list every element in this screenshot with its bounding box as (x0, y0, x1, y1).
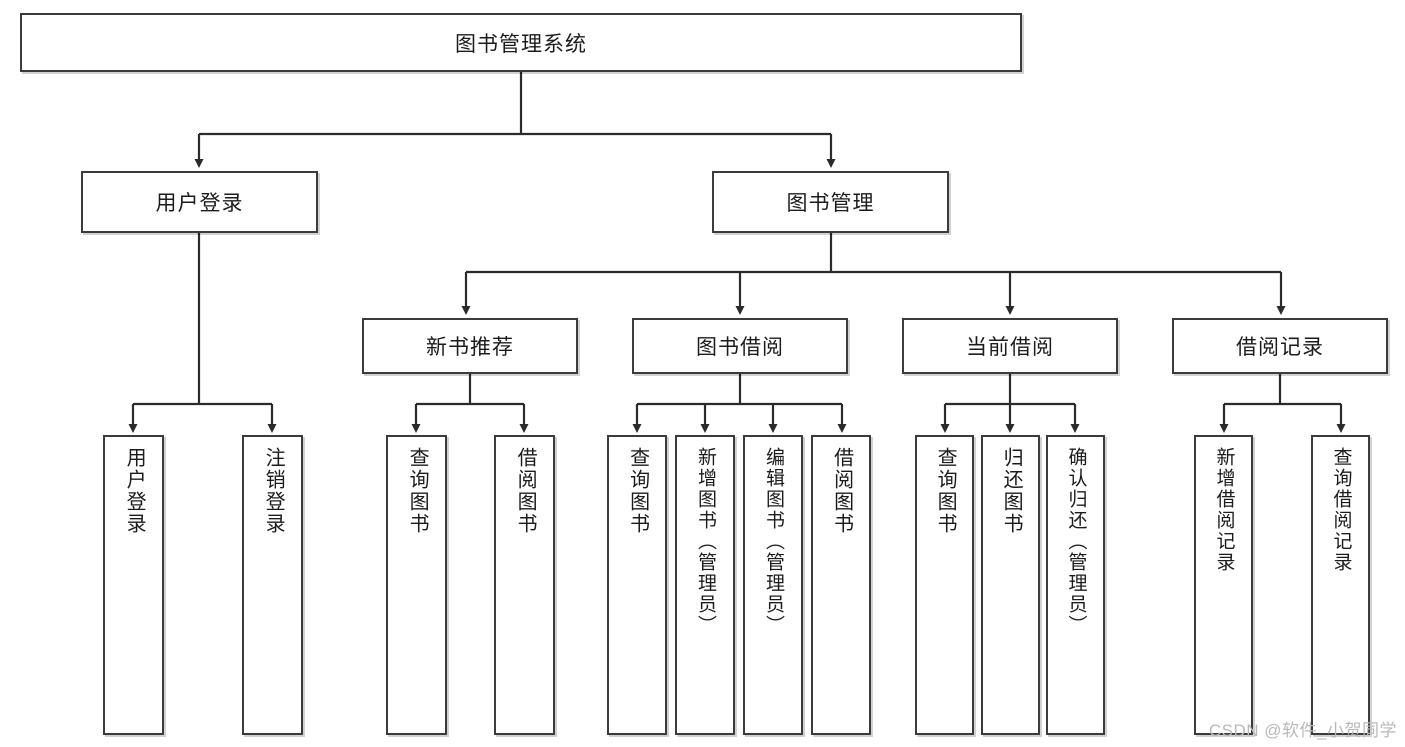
leaf-current-borrow-query[interactable]: 查询图书 (915, 435, 974, 735)
node-root-system[interactable]: 图书管理系统 (20, 13, 1022, 72)
node-label: 图书管理系统 (455, 32, 587, 56)
leaf-user-login-logout[interactable]: 注销登录 (242, 435, 303, 735)
leaf-book-borrow-query[interactable]: 查询图书 (607, 435, 667, 735)
leaf-label: 归还图书 (1000, 447, 1023, 535)
node-book-borrow[interactable]: 图书借阅 (632, 318, 848, 374)
leaf-label: 借阅图书 (830, 447, 853, 535)
node-label: 借阅记录 (1236, 336, 1324, 359)
node-label: 新书推荐 (426, 336, 514, 359)
leaf-label: 用户登录 (123, 447, 146, 535)
leaf-book-borrow-edit[interactable]: 编辑图书（管理员） (743, 435, 803, 735)
leaf-current-borrow-return[interactable]: 归还图书 (981, 435, 1040, 735)
leaf-label: 借阅图书 (514, 447, 537, 535)
node-current-borrow[interactable]: 当前借阅 (902, 318, 1118, 374)
leaf-label: 查询借阅记录 (1330, 447, 1352, 573)
leaf-new-book-borrow[interactable]: 借阅图书 (494, 435, 555, 735)
node-label: 图书借阅 (696, 336, 784, 359)
node-label: 图书管理 (786, 192, 875, 215)
leaf-label: 查询图书 (934, 447, 957, 535)
leaf-borrow-record-add[interactable]: 新增借阅记录 (1194, 435, 1253, 735)
watermark-text: CSDN @软件_小贺同学 (1208, 721, 1397, 740)
leaf-label: 查询图书 (406, 447, 429, 535)
leaf-user-login-login[interactable]: 用户登录 (103, 435, 164, 735)
leaf-label: 注销登录 (262, 447, 285, 535)
node-user-login[interactable]: 用户登录 (81, 171, 318, 233)
leaf-borrow-record-query[interactable]: 查询借阅记录 (1311, 435, 1370, 735)
node-book-management[interactable]: 图书管理 (712, 171, 949, 233)
leaf-book-borrow-borrow[interactable]: 借阅图书 (811, 435, 871, 735)
node-new-book-recommend[interactable]: 新书推荐 (362, 318, 578, 374)
node-borrow-record[interactable]: 借阅记录 (1172, 318, 1388, 374)
leaf-book-borrow-add[interactable]: 新增图书（管理员） (675, 435, 735, 735)
node-label: 当前借阅 (966, 336, 1054, 359)
leaf-label: 新增图书（管理员） (695, 447, 717, 636)
leaf-label: 确认归还（管理员） (1065, 447, 1087, 636)
leaf-current-borrow-confirm-return[interactable]: 确认归还（管理员） (1046, 435, 1105, 735)
node-label: 用户登录 (155, 192, 244, 215)
leaf-label: 查询图书 (626, 447, 649, 535)
leaf-new-book-query[interactable]: 查询图书 (386, 435, 447, 735)
leaf-label: 编辑图书（管理员） (763, 447, 785, 636)
leaf-label: 新增借阅记录 (1213, 447, 1235, 573)
